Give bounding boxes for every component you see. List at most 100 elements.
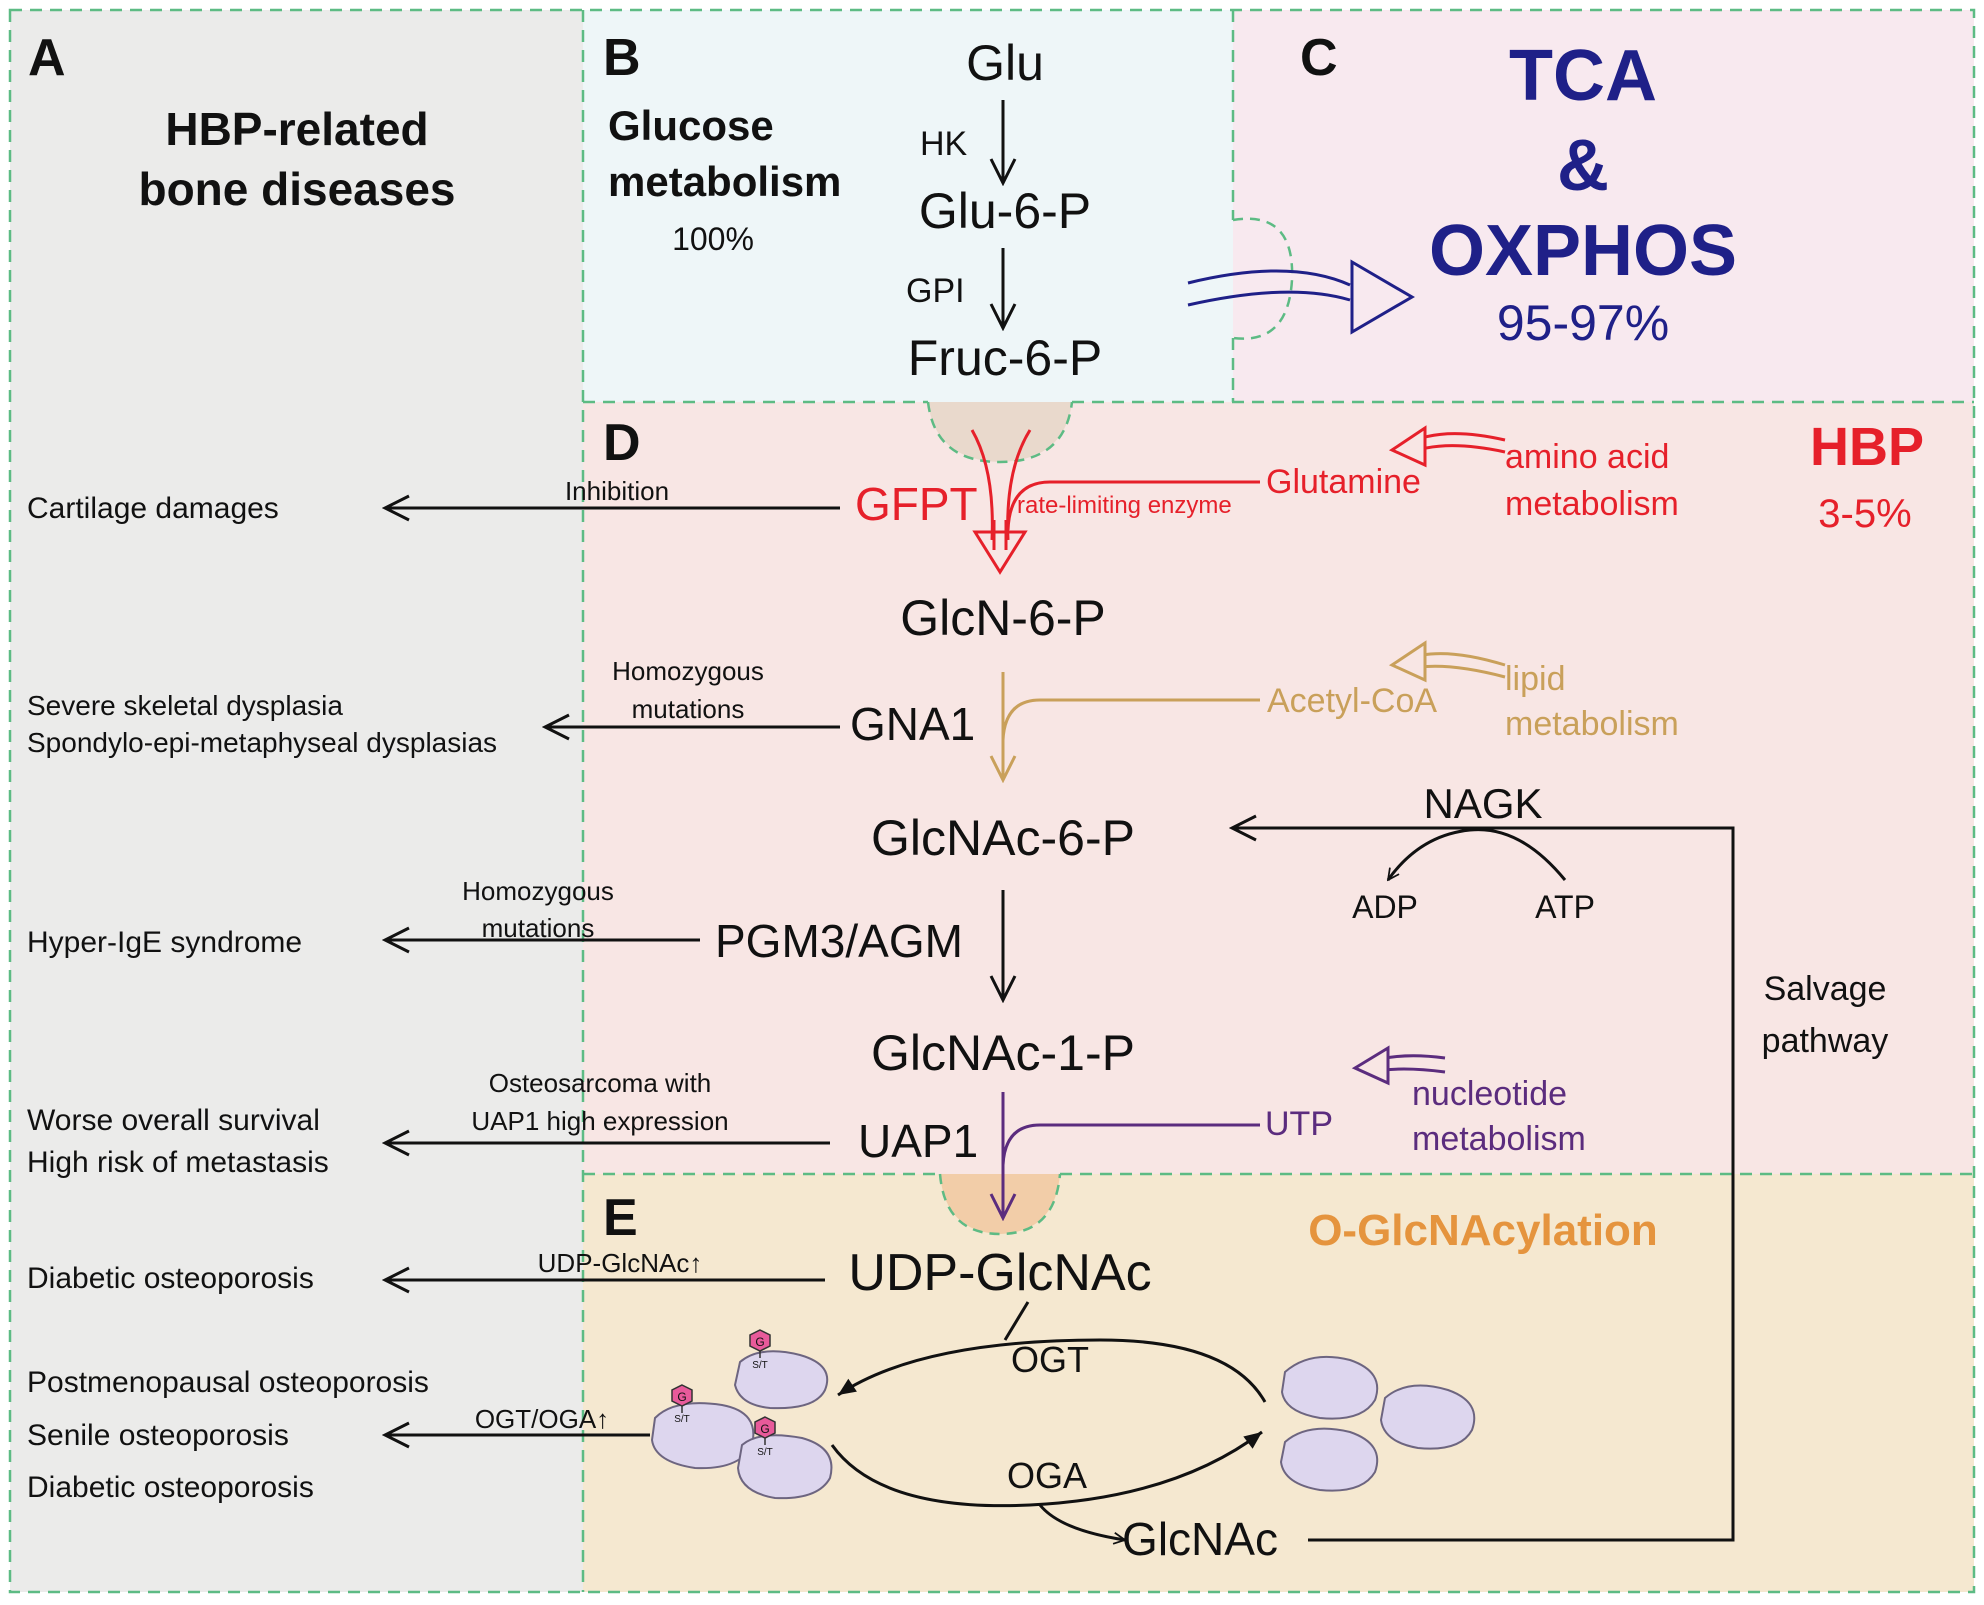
annotation-osteosarcoma-2: UAP1 high expression xyxy=(471,1106,728,1136)
utp-join xyxy=(1001,1123,1260,1166)
panel-c-ampersand: & xyxy=(1557,126,1609,206)
label-rate-limiting: rate-limiting enzyme xyxy=(1017,492,1232,519)
node-glu: Glu xyxy=(966,35,1044,91)
enzyme-gpi: GPI xyxy=(906,272,965,310)
disease-metastasis: High risk of metastasis xyxy=(27,1146,329,1179)
label-amino-acid-2: metabolism xyxy=(1505,485,1679,523)
protein-blob-4 xyxy=(1280,1355,1379,1420)
glutamine-join xyxy=(1006,480,1260,531)
gna1-arrows xyxy=(1001,640,1506,780)
ogt-arrow xyxy=(837,1338,1267,1403)
oga-arrow xyxy=(830,1430,1263,1508)
acetylcoa-join xyxy=(1001,698,1260,741)
arrow-to-tca-line-lower xyxy=(1187,290,1351,307)
salvage-pathway-line xyxy=(1232,828,1735,1542)
label-nucleotide-1: nucleotide xyxy=(1412,1075,1567,1113)
enzyme-pgm3: PGM3/AGM xyxy=(715,915,963,967)
gfpt-head xyxy=(972,530,1028,575)
glyco-st-1: S/T xyxy=(752,1360,768,1371)
udp-to-ogt-line xyxy=(1003,1301,1030,1341)
node-udpglcnac: UDP-GlcNAc xyxy=(848,1244,1151,1302)
unmodified-proteins xyxy=(1279,1355,1476,1492)
disease-survival: Worse overall survival xyxy=(27,1104,320,1137)
metabolite-glutamine: Glutamine xyxy=(1266,463,1421,501)
enzyme-oga: OGA xyxy=(1007,1455,1087,1496)
glyco-st-2: S/T xyxy=(674,1414,690,1425)
node-glcnac6p: GlcNAc-6-P xyxy=(871,810,1135,866)
disease-postmenopausal: Postmenopausal osteoporosis xyxy=(27,1366,429,1399)
annotation-ogt-oga-up: OGT/OGA↑ xyxy=(475,1404,609,1434)
panel-b-bg xyxy=(583,10,1233,402)
lipid-head xyxy=(1388,640,1427,683)
label-nucleotide-2: metabolism xyxy=(1412,1120,1586,1158)
protein-blob-3 xyxy=(736,1434,833,1500)
disease-dysplasia-2: Spondylo-epi-metaphyseal dysplasias xyxy=(27,727,497,758)
panel-b-percent: 100% xyxy=(672,221,754,257)
nucleotide-head xyxy=(1351,1045,1390,1086)
metabolite-atp: ATP xyxy=(1535,889,1595,925)
enzyme-hk: HK xyxy=(920,125,968,163)
panel-e-title: O-GlcNAcylation xyxy=(1308,1206,1658,1255)
panel-e-letter: E xyxy=(603,1189,638,1247)
panel-b-title-line1: Glucose xyxy=(608,102,774,149)
panel-borders xyxy=(8,8,1976,1594)
disease-arrows xyxy=(385,508,840,1435)
annotation-homozygous-1b: mutations xyxy=(632,694,745,724)
gfpt-arrows xyxy=(970,425,1506,575)
protein-blob-2 xyxy=(650,1402,755,1470)
arrow-to-tca-line-upper xyxy=(1187,269,1351,287)
disease-cartilage: Cartilage damages xyxy=(27,492,279,525)
label-lipid-1: lipid xyxy=(1505,660,1565,698)
panel-d-bg xyxy=(583,402,1974,1174)
bd-connector-outline xyxy=(926,401,1074,464)
bd-connector-blob xyxy=(928,402,1072,462)
uap1-arrows xyxy=(1001,1045,1446,1218)
label-lipid-2: metabolism xyxy=(1505,705,1679,743)
glycosylated-proteins xyxy=(650,1329,833,1500)
panel-d-percent: 3-5% xyxy=(1818,492,1911,536)
panel-d-letter: D xyxy=(603,414,641,472)
label-salvage-2: pathway xyxy=(1762,1022,1889,1060)
panel-a-title-line2: bone diseases xyxy=(138,163,455,215)
panel-a-letter: A xyxy=(28,29,66,87)
annotation-udp-up: UDP-GlcNAc↑ xyxy=(538,1248,703,1278)
annotation-homozygous-1a: Homozygous xyxy=(612,656,764,686)
g-hexagon-1 xyxy=(749,1329,771,1352)
oga-to-glcnac-line xyxy=(1038,1504,1125,1540)
panel-d-title: HBP xyxy=(1810,417,1924,477)
panel-a-title-line1: HBP-related xyxy=(165,103,428,155)
glyco-g-2: G xyxy=(677,1390,686,1404)
gfpt-curve-left xyxy=(970,429,994,541)
label-amino-acid-1: amino acid xyxy=(1505,438,1669,476)
panel-c-letter: C xyxy=(1300,29,1338,87)
node-glu6p: Glu-6-P xyxy=(919,183,1091,239)
disease-diabetic-2: Diabetic osteoporosis xyxy=(27,1471,314,1504)
protein-blob-5 xyxy=(1379,1384,1476,1450)
enzyme-uap1: UAP1 xyxy=(858,1115,978,1167)
metabolite-utp: UTP xyxy=(1265,1105,1333,1143)
glyco-st-3: S/T xyxy=(757,1447,773,1458)
panel-b-title-line2: metabolism xyxy=(608,158,841,205)
disease-dysplasia-1: Severe skeletal dysplasia xyxy=(27,690,343,721)
panel-a-bg xyxy=(10,10,583,1592)
panel-c-oxphos: OXPHOS xyxy=(1429,211,1737,291)
protein-blob-1 xyxy=(733,1350,829,1410)
amino-head xyxy=(1388,425,1427,468)
bc-connector-blob xyxy=(1233,210,1296,340)
annotation-homozygous-2a: Homozygous xyxy=(462,876,614,906)
g-hexagon-3 xyxy=(754,1416,776,1439)
metabolite-adp: ADP xyxy=(1352,889,1418,925)
annotation-inhibition: Inhibition xyxy=(565,476,669,506)
outer-border xyxy=(8,8,1976,1594)
panel-c-bg xyxy=(1233,10,1974,402)
de-connector-outline xyxy=(938,1173,1062,1236)
panel-b-letter: B xyxy=(603,29,641,87)
arrow-to-tca xyxy=(1187,259,1415,335)
panel-c-percent: 95-97% xyxy=(1497,295,1669,351)
node-fruc6p: Fruc-6-P xyxy=(908,330,1102,386)
enzyme-ogt: OGT xyxy=(1011,1339,1089,1380)
disease-diabetic-1: Diabetic osteoporosis xyxy=(27,1262,314,1295)
protein-blob-6 xyxy=(1279,1427,1379,1492)
